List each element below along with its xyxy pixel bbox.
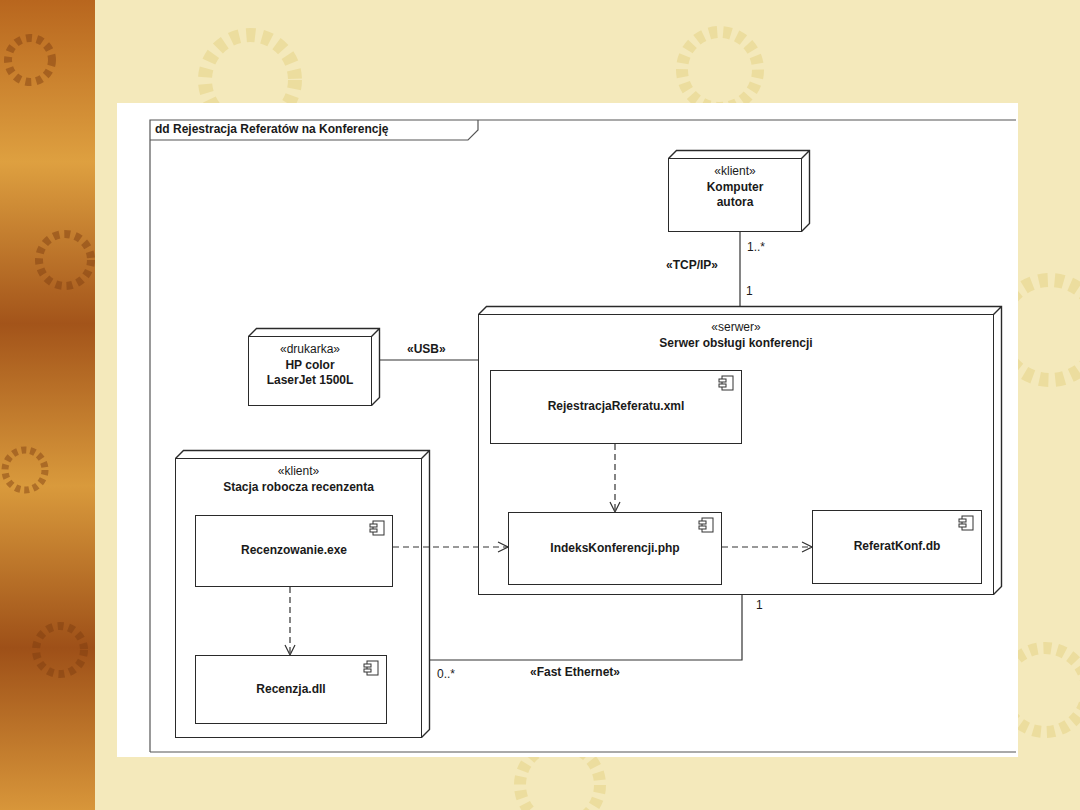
multiplicity: 1	[756, 598, 763, 614]
frame-title: dd Rejestracja Referatów na Konferencję	[155, 122, 388, 138]
dependency-arrow	[393, 546, 508, 547]
node-text-area: IndeksKonferencji.php	[509, 513, 721, 584]
stripe-gears	[5, 38, 91, 674]
deployment-node: RejestracjaReferatu.xmlIndeksKonferencji…	[478, 314, 994, 595]
communication-path	[430, 595, 742, 660]
stereotype: «drukarka»	[280, 342, 340, 358]
component-symbol	[370, 521, 384, 535]
connector-label: «Fast Ethernet»	[527, 665, 623, 681]
side-stripe	[0, 0, 95, 810]
dependency-arrow	[289, 587, 290, 655]
component-symbol	[719, 376, 733, 390]
component-symbol	[959, 516, 973, 530]
node-name: Recenzowanie.exe	[241, 543, 347, 559]
node-text-area: «klient»Stacja robocza recenzenta	[176, 459, 421, 500]
node-text-area: RejestracjaReferatu.xml	[491, 371, 741, 443]
node-text-area: Recenzowanie.exe	[196, 516, 392, 586]
multiplicity: 1	[746, 284, 753, 300]
stereotype: «klient»	[278, 464, 319, 480]
stereotype: «serwer»	[711, 320, 760, 336]
component-box: Recenzja.dll	[195, 655, 387, 724]
node-text-area: «klient»Komputer autora	[669, 159, 801, 216]
node-text-area: «drukarka»HP color LaserJet 1500L	[249, 337, 371, 394]
dependency-arrow	[722, 546, 812, 547]
node-name: RejestracjaReferatu.xml	[548, 399, 685, 415]
node-name: ReferatKonf.db	[854, 539, 941, 555]
node-faces	[176, 451, 430, 738]
node-text-area: «serwer»Serwer obsługi konferencji	[479, 315, 993, 356]
dependency-arrow	[614, 444, 615, 512]
component-symbol	[364, 661, 378, 675]
node-name: HP color LaserJet 1500L	[265, 358, 355, 389]
node-name: Serwer obsługi konferencji	[659, 336, 812, 352]
component-box: Recenzowanie.exe	[195, 515, 393, 587]
deployment-node: «klient»Komputer autora	[668, 158, 802, 232]
node-name: Recenzja.dll	[256, 682, 325, 698]
diagram-panel	[117, 103, 1018, 757]
connector-label: «TCP/IP»	[663, 258, 721, 274]
node-name: Komputer autora	[693, 180, 777, 211]
node-faces	[249, 329, 380, 406]
communication-path	[380, 359, 478, 360]
component-symbol	[699, 518, 713, 532]
stereotype: «klient»	[714, 164, 755, 180]
diagram-frame	[150, 120, 1016, 752]
component-box: RejestracjaReferatu.xml	[490, 370, 742, 444]
node-text-area: Recenzja.dll	[196, 656, 386, 723]
component-box: ReferatKonf.db	[812, 510, 982, 584]
node-text-area: ReferatKonf.db	[813, 511, 981, 583]
connector-label: «USB»	[404, 342, 449, 358]
deployment-node: Recenzowanie.exeRecenzja.dll «klient»Stac…	[175, 458, 422, 738]
multiplicity: 0..*	[437, 667, 455, 683]
component-box: IndeksKonferencji.php	[508, 512, 722, 585]
node-name: IndeksKonferencji.php	[550, 541, 679, 557]
node-faces	[479, 307, 1002, 595]
communication-path	[739, 232, 740, 306]
node-name: Stacja robocza recenzenta	[223, 480, 374, 496]
node-faces	[669, 151, 810, 232]
deployment-node: «drukarka»HP color LaserJet 1500L	[248, 336, 372, 406]
multiplicity: 1..*	[747, 240, 765, 256]
